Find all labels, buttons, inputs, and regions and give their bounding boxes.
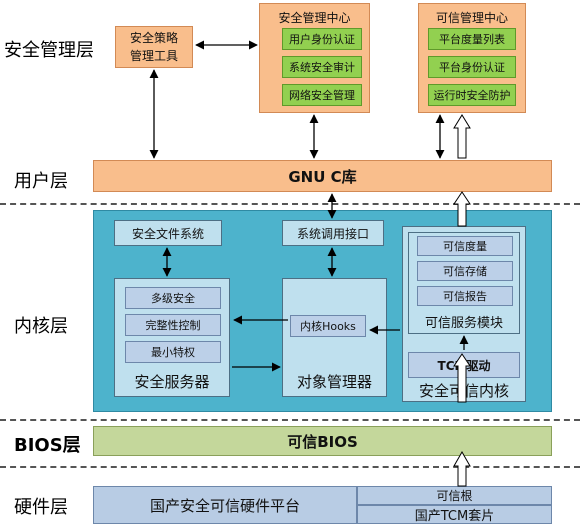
separator-bios-hardware xyxy=(0,466,580,468)
trusted-service-module-title: 可信服务模块 xyxy=(424,315,503,331)
system-security-audit: 系统安全审计 xyxy=(282,56,362,78)
trusted-bios-bar: 可信BIOS xyxy=(93,426,552,456)
tcm-chipset: 国产TCM套片 xyxy=(357,505,552,524)
layer-label-bios: BIOS层 xyxy=(14,435,81,456)
object-manager-title: 对象管理器 xyxy=(296,372,372,391)
security-server-title: 安全服务器 xyxy=(134,372,210,391)
hollow-arrow-glibc-to-trust-center xyxy=(453,114,471,159)
hollow-arrow-kernel-to-glibc xyxy=(453,191,471,227)
platform-identity-auth: 平台身份认证 xyxy=(428,56,516,78)
hollow-arrow-bios-to-tcm xyxy=(453,353,471,403)
object-manager xyxy=(282,278,387,397)
trusted-root: 可信根 xyxy=(357,486,552,505)
security-management-center: 安全管理中心 用户身份认证 系统安全审计 网络安全管理 xyxy=(259,3,370,113)
layer-label-user: 用户层 xyxy=(14,171,68,192)
kernel-hooks: 内核Hooks xyxy=(290,315,366,337)
least-privilege: 最小特权 xyxy=(125,341,221,363)
platform-measurement-list: 平台度量列表 xyxy=(428,28,516,50)
layer-label-hardware: 硬件层 xyxy=(14,497,68,518)
trusted-measurement: 可信度量 xyxy=(417,236,513,256)
syscall-interface: 系统调用接口 xyxy=(282,220,384,246)
separator-kernel-bios xyxy=(0,419,580,421)
hardware-platform: 国产安全可信硬件平台 xyxy=(93,486,357,524)
layer-label-security-mgmt: 安全管理层 xyxy=(4,40,94,61)
trusted-management-center-title: 可信管理中心 xyxy=(435,10,508,25)
gnu-c-library-bar: GNU C库 xyxy=(93,160,552,192)
network-security-mgmt: 网络安全管理 xyxy=(282,84,362,106)
trusted-report: 可信报告 xyxy=(417,286,513,306)
policy-management-tool: 安全策略 管理工具 xyxy=(115,26,193,68)
security-management-center-title: 安全管理中心 xyxy=(278,10,351,25)
secure-file-system: 安全文件系统 xyxy=(114,220,222,246)
layer-label-kernel: 内核层 xyxy=(14,316,68,337)
integrity-control: 完整性控制 xyxy=(125,314,221,336)
trusted-storage: 可信存储 xyxy=(417,261,513,281)
separator-user-kernel xyxy=(0,203,580,205)
tcm-driver: TCM驱动 xyxy=(408,352,520,378)
runtime-security-protection: 运行时安全防护 xyxy=(428,84,516,106)
multilevel-security: 多级安全 xyxy=(125,287,221,309)
trusted-management-center: 可信管理中心 平台度量列表 平台身份认证 运行时安全防护 xyxy=(418,3,526,113)
user-identity-auth: 用户身份认证 xyxy=(282,28,362,50)
hollow-arrow-hw-to-bios xyxy=(453,450,471,487)
